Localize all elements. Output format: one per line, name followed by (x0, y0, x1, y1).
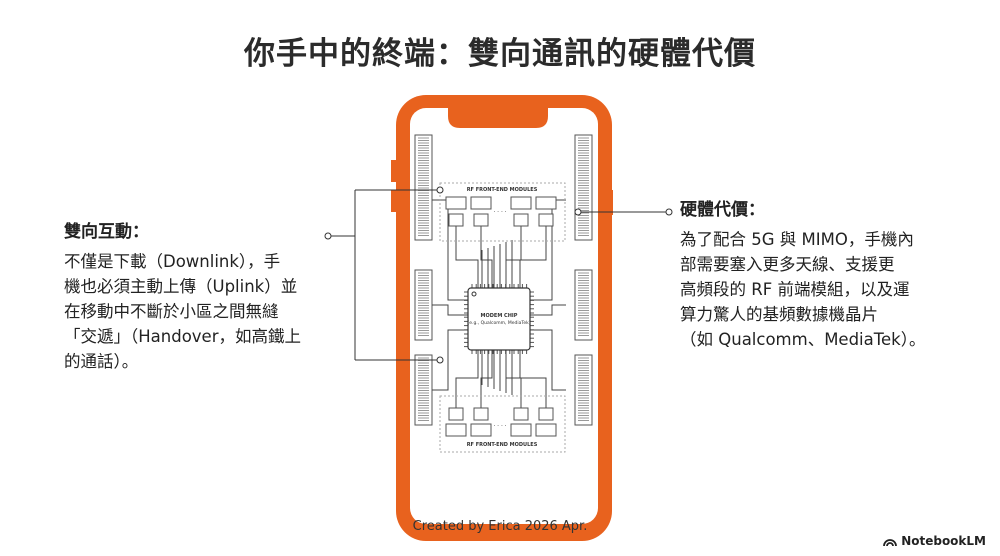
right-line: 部需要塞入更多天線、支援更 (680, 255, 895, 274)
rf-module (470, 423, 492, 437)
rf-module (445, 196, 467, 210)
modem-chip (467, 287, 531, 351)
slide-title: 你手中的終端：雙向通訊的硬體代價 (244, 36, 756, 72)
rf-switch (538, 213, 554, 227)
hardware-cost-description: 硬體代價： 為了配合 5G 與 MIMO，手機內 部需要塞入更多天線、支援更 高… (680, 198, 950, 352)
right-callout (574, 208, 673, 216)
rf-module (535, 196, 557, 210)
bottom-rf-module-box (439, 395, 566, 453)
rf-switch (473, 213, 489, 227)
bidirectional-description: 雙向互動： 不僅是下載（Downlink），手 機也必須主動上傳（Uplink）… (64, 220, 334, 374)
rf-module (510, 196, 532, 210)
right-line: 為了配合 5G 與 MIMO，手機內 (680, 230, 914, 249)
left-heading: 雙向互動： (64, 222, 149, 242)
bottom-rf-label: RF FRONT-END MODULES (467, 442, 538, 448)
rf-module (470, 196, 492, 210)
phone-notch (448, 108, 548, 128)
left-line: 機也必須主動上傳（Uplink）並 (64, 277, 298, 296)
rf-switch (448, 213, 464, 227)
left-line: 「交遞」（Handover，如高鐵上 (64, 327, 301, 346)
left-line: 在移動中不斷於小區之間無縫 (64, 302, 279, 321)
antennas (414, 134, 593, 426)
rf-switch (513, 407, 529, 421)
antenna (574, 354, 593, 426)
top-rf-label: RF FRONT-END MODULES (467, 187, 538, 193)
rf-module (535, 423, 557, 437)
credit-text: Created by Erica 2026 Apr. (412, 519, 588, 534)
antenna (414, 134, 433, 241)
notebooklm-brand: NotebookLM (883, 534, 986, 548)
right-line: 高頻段的 RF 前端模組，以及運 (680, 280, 910, 299)
rf-module (510, 423, 532, 437)
bottom-dots: · · · · (493, 423, 506, 430)
left-callout (324, 186, 444, 364)
notebooklm-logo-icon (883, 539, 898, 546)
left-line: 不僅是下載（Downlink），手 (64, 252, 281, 271)
right-line: （如 Qualcomm、MediaTek）。 (680, 330, 926, 349)
rf-module (445, 423, 467, 437)
right-heading: 硬體代價： (680, 200, 765, 220)
top-dots: · · · · (493, 209, 506, 216)
rf-switch (513, 213, 529, 227)
chip-sublabel: (e.g., Qualcomm, MediaTek) (468, 320, 531, 326)
chip-label: MODEM CHIP (481, 313, 518, 319)
rf-switch (473, 407, 489, 421)
rf-switch (448, 407, 464, 421)
left-line: 的通話）。 (64, 352, 139, 371)
top-rf-module-box (439, 182, 566, 242)
antenna (574, 269, 593, 341)
right-line: 算力驚人的基頻數據機晶片 (680, 305, 878, 324)
rf-switch (538, 407, 554, 421)
